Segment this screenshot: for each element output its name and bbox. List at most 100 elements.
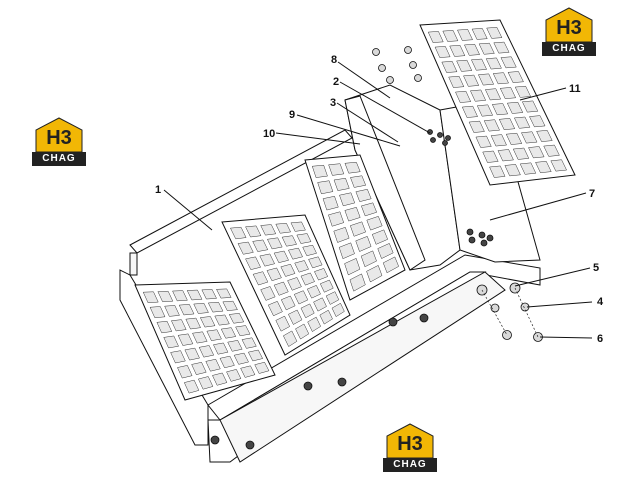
callout-4: 4: [597, 296, 604, 308]
grate-cell: [441, 61, 458, 73]
grate-cell: [233, 352, 249, 365]
grate-cell: [275, 315, 291, 332]
grate-cell: [294, 260, 309, 273]
grate-cell: [280, 263, 296, 277]
callouts: 1 2 3 4 5 6 7 8 9 10 11: [155, 54, 604, 345]
grate-cell: [171, 319, 187, 332]
callout-10: 10: [263, 128, 275, 140]
grate-cell: [366, 265, 383, 283]
grate-cell: [170, 350, 186, 364]
grate-cell: [314, 268, 329, 281]
grate-cell: [228, 313, 245, 324]
grate-cell: [288, 309, 303, 325]
grate-cell: [543, 144, 560, 157]
grate-cell: [267, 237, 283, 250]
grate-cell: [206, 329, 222, 341]
grate-cell: [241, 337, 257, 349]
grate-cell: [177, 333, 194, 346]
grate-cell: [205, 358, 221, 372]
grate-cell: [164, 305, 180, 317]
grate-cell: [322, 195, 339, 211]
grate-cell: [157, 290, 174, 303]
callout-11: 11: [569, 83, 581, 95]
stair-frame-assembly: [119, 84, 541, 463]
grate-cell: [290, 221, 306, 232]
grate-cell: [344, 161, 361, 174]
grate-cell: [156, 320, 173, 334]
grate-cell: [149, 306, 166, 319]
grate-cell: [207, 301, 224, 313]
grate-cell: [222, 300, 238, 311]
grate-cell: [266, 267, 282, 282]
grate-cell: [507, 71, 524, 83]
brand-logo-watermark: H3 CHAG: [383, 422, 437, 474]
grate-cell: [377, 243, 394, 259]
grate-cell: [360, 250, 377, 268]
grate-cell: [198, 345, 215, 358]
grate-cell: [521, 131, 538, 144]
grate-cell: [295, 323, 310, 340]
grate-cell: [178, 304, 195, 316]
grate-cell: [302, 244, 317, 257]
grate-cell: [464, 43, 480, 56]
grate-cell: [486, 27, 503, 39]
grate-cell: [328, 211, 345, 227]
grate-cell: [506, 101, 524, 114]
grate-cell: [287, 277, 302, 291]
grate-cell: [177, 365, 193, 379]
step-grate-3: [304, 154, 406, 301]
step-grate-11: [419, 19, 576, 186]
grate-cell: [492, 72, 509, 85]
grate-cell: [319, 279, 334, 293]
grate-cell: [226, 369, 242, 382]
callout-7: 7: [589, 188, 595, 200]
grate-cell: [461, 105, 478, 118]
grate-cell: [260, 286, 276, 301]
callout-leaders: [163, 61, 593, 339]
grate-cell: [489, 165, 506, 178]
grate-cell: [213, 342, 229, 355]
grate-cell: [313, 297, 327, 312]
grate-cell: [350, 175, 367, 188]
grate-cell: [230, 226, 247, 240]
grate-cell: [237, 241, 254, 255]
grate-cell: [528, 146, 545, 159]
logo-top-text: H3: [556, 17, 582, 39]
grate-cell: [344, 206, 361, 222]
brand-logo-watermark: H3 CHAG: [32, 116, 86, 168]
grate-cell: [172, 290, 188, 302]
grate-cell: [512, 147, 530, 160]
grate-cell: [184, 347, 200, 361]
grate-cell: [475, 135, 492, 148]
grate-cell: [490, 134, 507, 147]
grate-cell: [212, 372, 228, 386]
grate-cell: [355, 236, 372, 252]
grate-cell: [245, 256, 261, 270]
grate-cell: [521, 100, 539, 113]
grate-cell: [519, 162, 537, 175]
grate-cell: [499, 87, 517, 99]
logo-top-text: H3: [46, 127, 72, 149]
grate-cell: [235, 325, 251, 337]
callout-8: 8: [331, 54, 337, 66]
grate-cell: [349, 273, 366, 292]
grate-cell: [192, 331, 208, 344]
grate-cell: [349, 221, 366, 237]
grate-cell: [471, 28, 488, 40]
grate-cell: [434, 46, 451, 58]
grate-cell: [260, 224, 277, 236]
grate-cell: [247, 349, 264, 362]
grate-cell: [281, 235, 297, 247]
grate-cell: [338, 242, 355, 260]
grate-cell: [214, 314, 230, 326]
hardware-group: [210, 46, 543, 450]
logo-bottom-text: CHAG: [32, 152, 86, 166]
grate-cell: [485, 57, 502, 70]
grate-cell: [252, 239, 269, 252]
grate-cell: [333, 177, 350, 191]
grate-cell: [497, 149, 514, 162]
callout-5: 5: [593, 262, 599, 274]
grate-cell: [220, 327, 237, 339]
grate-cell: [468, 120, 485, 133]
